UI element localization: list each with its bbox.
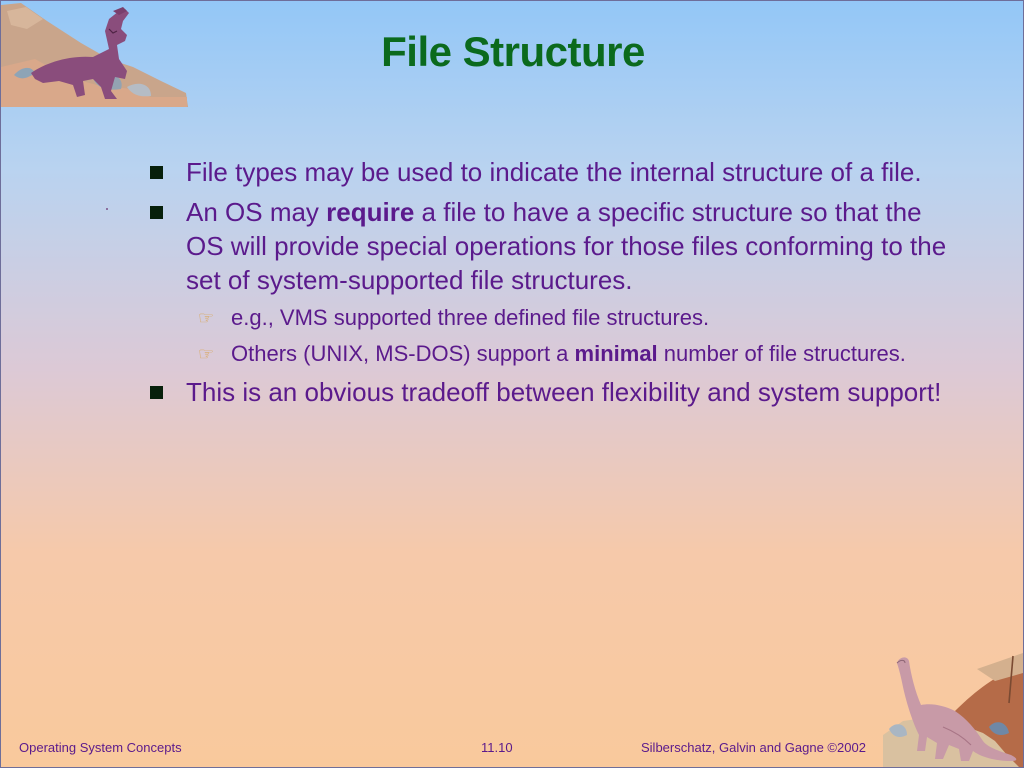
sub-bullet-text-end: number of file structures. — [657, 341, 906, 366]
square-bullet-icon — [150, 206, 163, 219]
pointing-hand-icon: ☞ — [198, 308, 215, 328]
bullet-item: This is an obvious tradeoff between flex… — [146, 375, 956, 409]
pointing-hand-icon: ☞ — [198, 344, 215, 364]
bullet-text-start: An OS may — [186, 197, 327, 227]
bullet-text: This is an obvious tradeoff between flex… — [186, 377, 942, 407]
dinosaur-illustration — [1, 3, 188, 107]
bullet-emphasis: require — [326, 197, 415, 227]
sub-bullet-item: ☞ Others (UNIX, MS-DOS) support a minima… — [146, 339, 956, 369]
sub-bullet-item: ☞ e.g., VMS supported three defined file… — [146, 303, 956, 333]
sub-bullet-text-start: Others (UNIX, MS-DOS) support a — [231, 341, 575, 366]
square-bullet-icon — [150, 166, 163, 179]
stray-mark — [106, 208, 108, 210]
footer-course-title: Operating System Concepts — [19, 740, 182, 755]
sub-bullet-emphasis: minimal — [574, 341, 658, 366]
square-bullet-icon — [150, 386, 163, 399]
slide-body: File types may be used to indicate the i… — [146, 155, 956, 415]
sub-bullet-text: e.g., VMS supported three defined file s… — [231, 305, 710, 330]
slide-number: 11.10 — [481, 740, 513, 755]
bullet-text: File types may be used to indicate the i… — [186, 157, 922, 187]
bullet-item: File types may be used to indicate the i… — [146, 155, 956, 189]
footer-copyright: Silberschatz, Galvin and Gagne ©2002 — [641, 740, 866, 755]
bullet-item: An OS may require a file to have a speci… — [146, 195, 956, 297]
slide-title: File Structure — [381, 28, 645, 75]
bullet-text-end: a file to have a specific structure so t… — [186, 197, 947, 295]
brontosaurus-illustration — [883, 653, 1023, 767]
